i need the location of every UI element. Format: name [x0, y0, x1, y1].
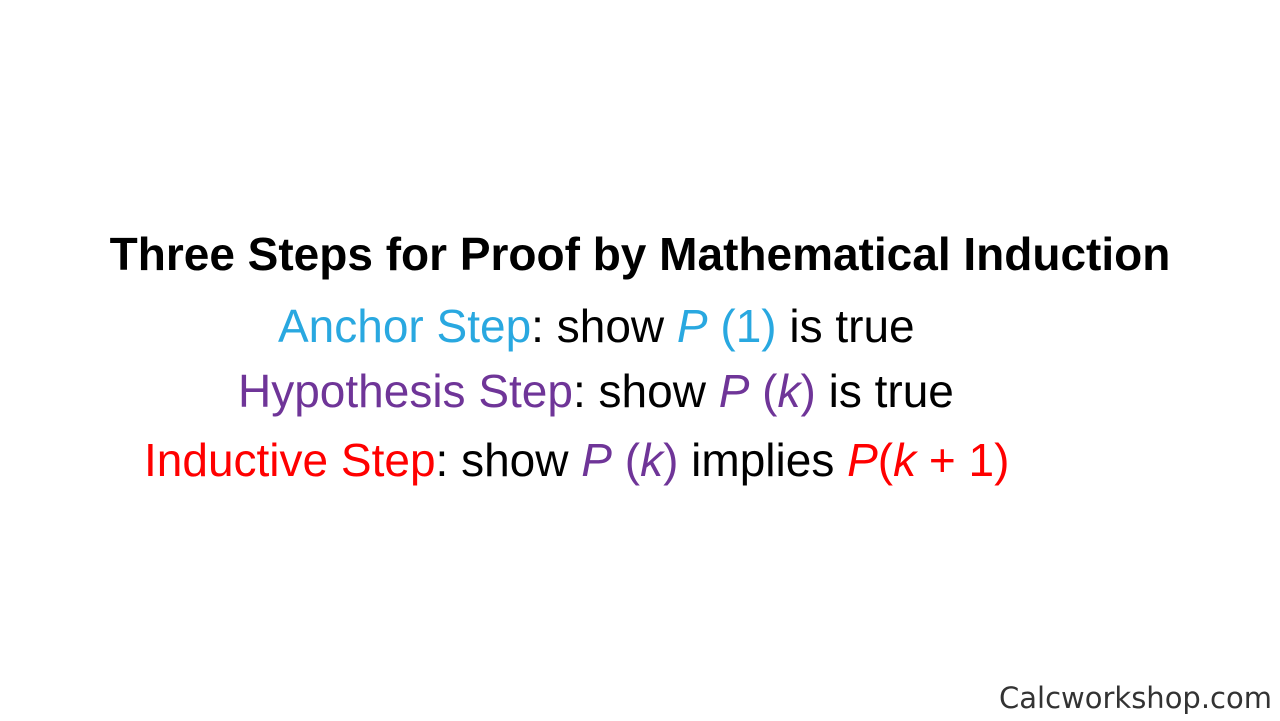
inductive-step-p-next: P	[847, 434, 878, 486]
anchor-step-line: Anchor Step: show P (1) is true	[278, 298, 915, 354]
inductive-step-open-paren: (	[611, 434, 641, 486]
anchor-step-tail: is true	[776, 300, 915, 352]
hypothesis-step-show-text: : show	[572, 365, 719, 417]
inductive-step-label: Inductive Step	[144, 434, 436, 486]
inductive-step-close-paren: )	[663, 434, 679, 486]
inductive-step-plus-one: + 1)	[916, 434, 1010, 486]
inductive-step-k: k	[640, 434, 664, 486]
watermark: Calcworkshop.com	[999, 681, 1272, 715]
inductive-step-open-paren-next: (	[877, 434, 894, 486]
inductive-step-p: P	[581, 434, 612, 486]
hypothesis-step-close-paren: )	[800, 365, 816, 417]
anchor-step-label: Anchor Step	[278, 300, 532, 352]
hypothesis-step-open-paren: (	[749, 365, 778, 417]
hypothesis-step-tail: is true	[815, 365, 954, 417]
anchor-step-show-text: : show	[531, 300, 677, 352]
inductive-step-show-text: : show	[435, 434, 582, 486]
hypothesis-step-label: Hypothesis Step	[238, 365, 573, 417]
inductive-step-implies: implies	[678, 434, 848, 486]
hypothesis-step-k: k	[777, 365, 801, 417]
inductive-step-line: Inductive Step: show P (k) implies P(k +…	[144, 432, 1009, 488]
anchor-step-argument: (1)	[707, 300, 777, 352]
inductive-step-k-next: k	[893, 434, 917, 486]
hypothesis-step-p: P	[718, 365, 750, 417]
anchor-step-p: P	[676, 300, 708, 352]
hypothesis-step-line: Hypothesis Step: show P (k) is true	[238, 363, 954, 419]
slide-title: Three Steps for Proof by Mathematical In…	[109, 228, 1171, 280]
